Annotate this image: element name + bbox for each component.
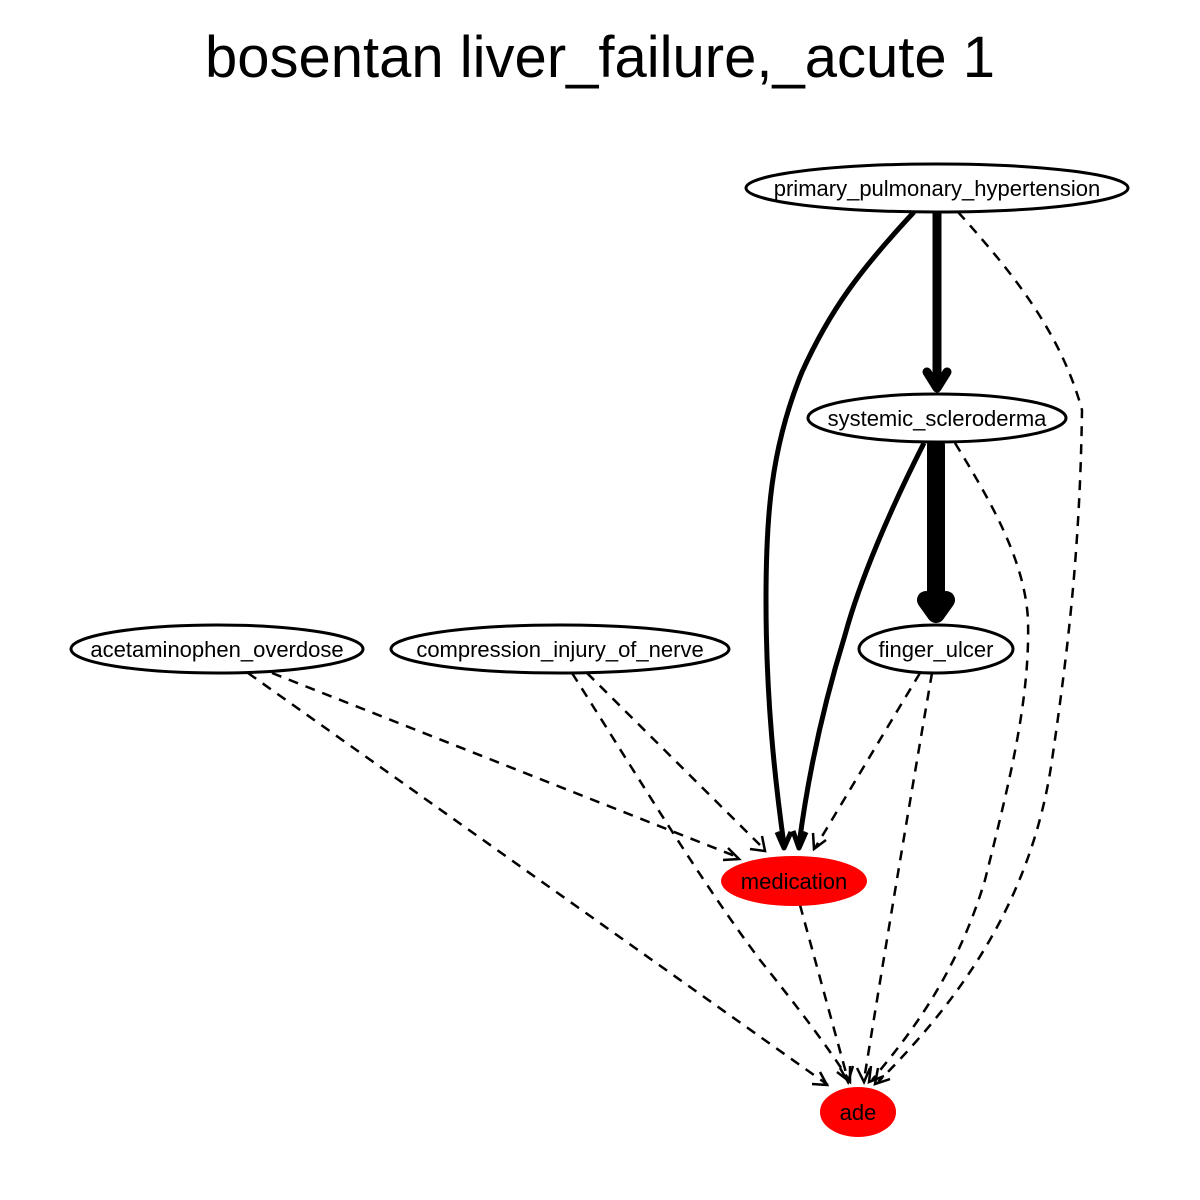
edge-med-ade [798,904,850,1081]
node-label: ade [840,1100,877,1125]
edge-cin-ade-arrowhead [836,1066,852,1085]
node-ade: ade [820,1087,896,1137]
edge-ss-ade [871,442,1030,1081]
edge-cin-med [586,672,766,851]
edge-pph-med-arrowhead [774,830,794,851]
node-label: primary_pulmonary_hypertension [774,176,1101,201]
edge-fu-med [813,672,922,849]
node-label: finger_ulcer [879,637,994,662]
edge-ss-med [796,441,927,846]
edge-fu-ade-arrowhead [855,1067,872,1085]
graph-title: bosentan liver_failure,_acute 1 [205,25,995,90]
node-compression-injury-of-nerve: compression_injury_of_nerve [389,623,731,675]
edge-fu-med-arrowhead [811,832,827,852]
edge-cin-ade [570,672,851,1081]
node-medication: medication [721,856,867,906]
edge-ao-med-arrowhead [722,847,742,862]
edge-pph-ade [877,211,1084,1083]
edge-pph-med [763,210,916,846]
node-systemic-scleroderma: systemic_scleroderma [806,392,1068,444]
edge-fu-ade [862,672,934,1081]
edge-ss-ade-arrowhead [867,1065,885,1084]
edge-pph-ade-arrowhead [873,1067,891,1086]
node-label: compression_injury_of_nerve [416,637,703,662]
edge-pph-ss-arrowhead [922,367,952,393]
edge-med-ade-arrowhead [838,1065,855,1086]
edge-cin-med-arrowhead [749,835,767,853]
edge-ss-med-arrowhead [790,830,809,851]
edge-ss-fu-arrowhead [917,591,955,623]
node-finger-ulcer: finger_ulcer [857,623,1015,675]
node-label: systemic_scleroderma [828,406,1048,431]
edge-ao-med [271,671,741,860]
node-label: acetaminophen_overdose [90,637,343,662]
node-label: medication [741,869,847,894]
edge-ao-ade-arrowhead [811,1071,830,1087]
node-acetaminophen-overdose: acetaminophen_overdose [69,623,365,675]
node-primary-pulmonary-hypertension: primary_pulmonary_hypertension [744,162,1130,214]
